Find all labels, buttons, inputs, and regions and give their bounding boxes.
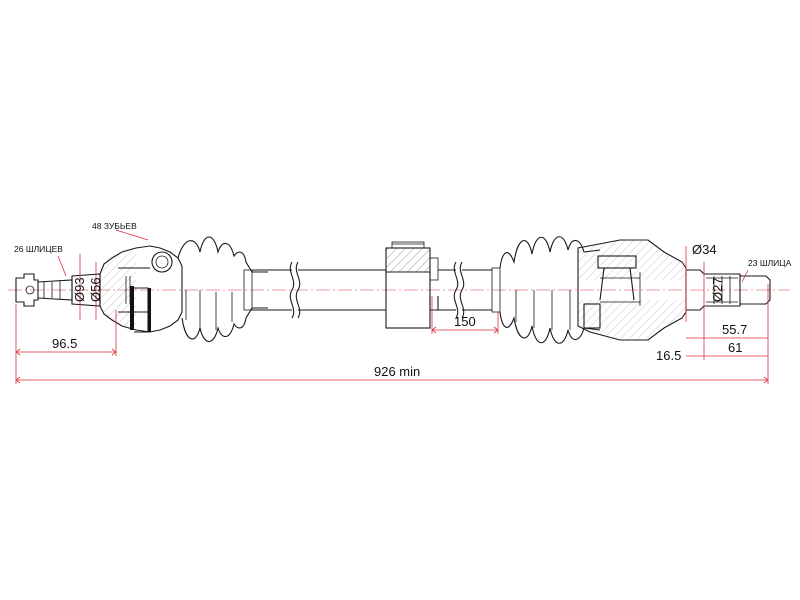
dim-d-outer-right: Ø34 — [692, 242, 717, 257]
right-spline-stub — [686, 269, 771, 311]
dim-total-length: 926 min — [374, 364, 420, 379]
splines-left-note: 26 ШЛИЦЕВ — [14, 244, 63, 254]
right-cv-joint — [577, 239, 687, 341]
right-boot — [491, 236, 601, 344]
left-boot — [177, 236, 268, 343]
left-spline-stub — [15, 273, 101, 307]
damper-block — [385, 241, 439, 329]
dim-d-inner-left: Ø56 — [88, 277, 103, 302]
dim-len-right-b: 61 — [728, 340, 742, 355]
dimension-lines — [15, 246, 769, 384]
leader-lines — [57, 229, 749, 283]
left-cv-joint — [99, 245, 183, 333]
splines-right-note: 23 ШЛИЦА — [748, 258, 792, 268]
teeth-note: 48 ЗУБЬЕВ — [92, 221, 137, 231]
dim-len-right-a: 55.7 — [722, 322, 747, 337]
dim-len-middle: 150 — [454, 314, 476, 329]
shaft-left — [252, 261, 386, 319]
dim-len-right-c: 16.5 — [656, 348, 681, 363]
shaft-right — [438, 261, 492, 319]
dim-d-outer-left: Ø93 — [72, 277, 87, 302]
dim-d-inner-right: Ø27 — [710, 277, 725, 302]
dim-len-left-spline: 96.5 — [52, 336, 77, 351]
